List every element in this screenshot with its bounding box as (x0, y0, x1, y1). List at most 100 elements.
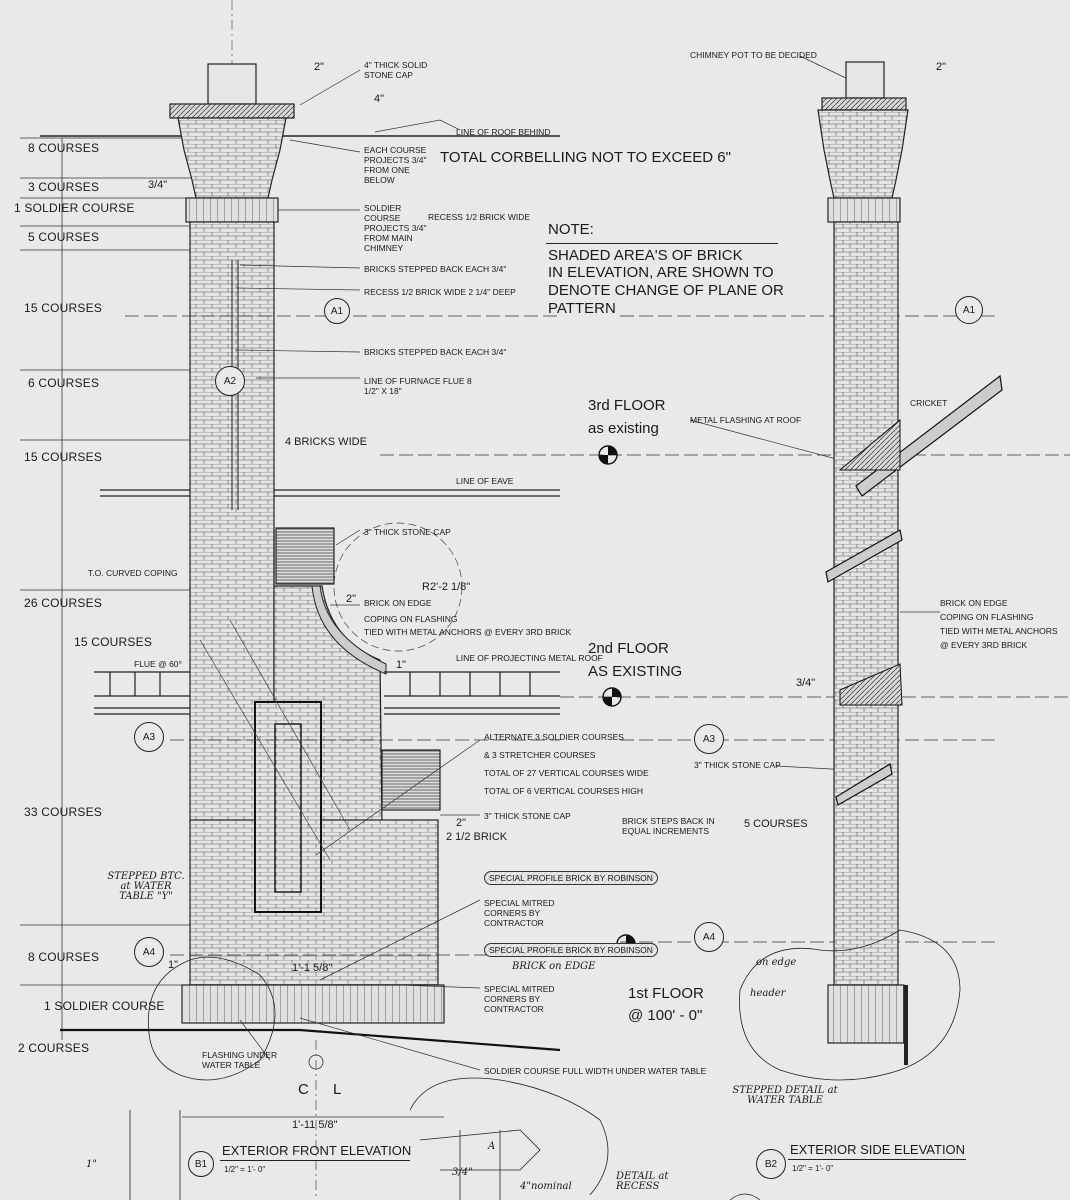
note-mitred-1: SPECIAL MITRED CORNERS BY CONTRACTOR (484, 898, 555, 928)
note-heading: NOTE: (548, 221, 594, 238)
dim-4: 4" (374, 93, 385, 105)
note-body-line: PATTERN (548, 300, 616, 317)
bubble-side-a1: A1 (955, 296, 983, 324)
course-label: 8 COURSES (28, 950, 100, 964)
note-body-line: DENOTE CHANGE OF PLANE OR (548, 282, 784, 299)
dim-1-hand: 1" (86, 1159, 97, 1170)
note-special-profile-1: SPECIAL PROFILE BRICK BY ROBINSON (484, 871, 658, 885)
dim-2-low: 2" (456, 817, 467, 829)
note-side-stone-cap: 3" THICK STONE CAP (694, 760, 781, 770)
dim-2-side: 2" (936, 61, 947, 73)
side-note-line: TIED WITH METAL ANCHORS (940, 626, 1058, 636)
side-note-line: BRICK ON EDGE (940, 598, 1008, 608)
note-flashing-under: FLASHING UNDER WATER TABLE (202, 1050, 278, 1070)
course-label: 1 SOLDIER COURSE (14, 201, 135, 215)
dim-3-4: 3/4" (148, 179, 168, 191)
bubble-side-a4: A4 (694, 922, 724, 952)
note-roof-behind: LINE OF ROOF BEHIND (456, 127, 551, 137)
note-soldier-proj: SOLDIER COURSE PROJECTS 3/4" FROM MAIN C… (364, 203, 427, 253)
side-elevation-title: EXTERIOR SIDE ELEVATION (790, 1142, 966, 1157)
bubble-a2: A2 (215, 366, 245, 396)
dim-a-hand: A (488, 1141, 496, 1152)
note-stepped-1: BRICKS STEPPED BACK EACH 3/4" (364, 264, 507, 274)
note-flue-60: FLUE @ 60° (134, 659, 182, 669)
front-elevation-scale: 1/2" = 1'- 0" (224, 1165, 266, 1174)
note-stepped-2: BRICKS STEPPED BACK EACH 3/4" (364, 347, 507, 357)
note-stone-cap-low: 3" THICK STONE CAP (484, 811, 571, 821)
course-label: 26 COURSES (24, 596, 103, 610)
dim-1-water: 1" (168, 959, 179, 971)
note-header: header (750, 988, 786, 999)
dim-2-coping: 2" (346, 593, 357, 605)
note-alternate: ALTERNATE 3 SOLDIER COURSES (484, 732, 624, 742)
note-coping-flash: COPING on FLASHING (364, 614, 458, 624)
course-label: 5 COURSES (28, 230, 100, 244)
note-recess-deep: RECESS 1/2 BRICK WIDE 2 1/4" DEEP (364, 287, 516, 297)
note-brick-edge-hand: BRICK on EDGE (512, 961, 596, 972)
course-dimension-line (20, 137, 200, 1040)
note-special-profile-2: SPECIAL PROFILE BRICK BY ROBINSON (484, 943, 658, 957)
side-chimney (817, 61, 1003, 1065)
course-label: 33 COURSES (24, 805, 103, 819)
note-soldier-full: SOLDIER COURSE FULL WIDTH UNDER WATER TA… (484, 1066, 707, 1076)
dim-1-11-5-8: 1'-11 5/8" (292, 1119, 338, 1131)
note-stone-cap: 4" THICK SOLID STONE CAP (364, 60, 428, 80)
course-label: 8 COURSES (28, 141, 100, 155)
bubble-a3: A3 (134, 722, 164, 752)
dim-3-4-side: 3/4" (796, 677, 816, 689)
note-on-edge: on edge (756, 957, 797, 968)
note-mitred-2: SPECIAL MITRED CORNERS BY CONTRACTOR (484, 984, 555, 1014)
floor-1-label: 1st FLOOR (628, 985, 704, 1002)
centerline-label: C L (298, 1081, 352, 1098)
dim-1-1-5-8: 1'-1 5/8" (292, 962, 333, 974)
note-curved-coping: T.O. CURVED COPING (88, 568, 178, 578)
bubble-b2: B2 (756, 1149, 786, 1179)
side-note-line: COPING on FLASHING (940, 612, 1034, 622)
bubble-a4: A4 (134, 937, 164, 967)
note-line-eave: LINE OF EAVE (456, 476, 514, 486)
front-chimney (169, 63, 463, 1024)
floor-1-sub: @ 100' - 0" (628, 1007, 703, 1024)
course-label: 15 COURSES (24, 301, 103, 315)
note-stepped-btc: STEPPED BTC. at WATER TABLE "Y" (107, 871, 185, 902)
note-five-courses: 5 COURSES (744, 818, 808, 830)
course-label: 2 COURSES (18, 1041, 90, 1055)
note-tied-anchors: TIED WITH METAL ANCHORS @ EVERY 3rd BRIC… (364, 627, 572, 637)
note-body-line: SHADED AREA'S OF BRICK (548, 247, 743, 264)
note-brick-212: 2 1/2 BRICK (446, 831, 508, 843)
note-total-6: TOTAL OF 6 VERTICAL COURSES HIGH (484, 786, 644, 796)
bubble-b1: B1 (188, 1151, 214, 1177)
note-total-27: TOTAL OF 27 VERTICAL COURSES WIDE (484, 768, 649, 778)
note-stepped-detail: STEPPED DETAIL at WATER TABLE (732, 1085, 838, 1106)
note-total-corbelling: TOTAL CORBELLING NOT TO EXCEED 6" (440, 149, 731, 166)
note-brick-steps: BRICK STEPS BACK IN EQUAL INCREMENTS (622, 816, 715, 836)
note-four-bricks: 4 BRICKS WIDE (285, 436, 367, 448)
note-each-course: EACH COURSE PROJECTS 3/4" FROM ONE BELOW (364, 145, 427, 185)
course-label: 15 COURSES (24, 450, 103, 464)
note-cricket: CRICKET (910, 398, 948, 408)
note-furnace-flue: LINE OF FURNACE FLUE 8 1/2" x 18" (364, 376, 472, 396)
course-label: 6 COURSES (28, 376, 100, 390)
note-stone-cap-3: 3" THICK STONE CAP (364, 527, 451, 537)
course-label: 1 SOLDIER COURSE (44, 999, 165, 1013)
course-label: 15 COURSES (74, 635, 153, 649)
dim-3-hand: 3/4" (452, 1167, 473, 1178)
note-projecting-roof: LINE OF PROJECTING METAL ROOF (456, 653, 603, 663)
course-label: 3 COURSES (28, 180, 100, 194)
side-note-line: @ EVERY 3rd BRICK (940, 640, 1028, 650)
note-brick-edge: BRICK ON EDGE (364, 598, 432, 608)
bubble-side-a3: A3 (694, 724, 724, 754)
note-detail-recess: DETAIL at RECESS (616, 1171, 669, 1192)
floor-2-sub: AS EXISTING (588, 663, 683, 680)
note-metal-flashing: METAL FLASHING AT ROOF (690, 415, 802, 425)
note-recess-half: RECESS 1/2 BRICK WIDE (428, 212, 531, 222)
floor-3-sub: as existing (588, 420, 659, 437)
dim-2-top: 2" (314, 61, 325, 73)
floor-3-label: 3rd FLOOR (588, 397, 666, 414)
note-stretcher: & 3 STRETCHER COURSES (484, 750, 596, 760)
bubble-a1: A1 (324, 298, 350, 324)
front-elevation-title: EXTERIOR FRONT ELEVATION (222, 1143, 412, 1158)
side-elevation-scale: 1/2" = 1'- 0" (792, 1164, 834, 1173)
